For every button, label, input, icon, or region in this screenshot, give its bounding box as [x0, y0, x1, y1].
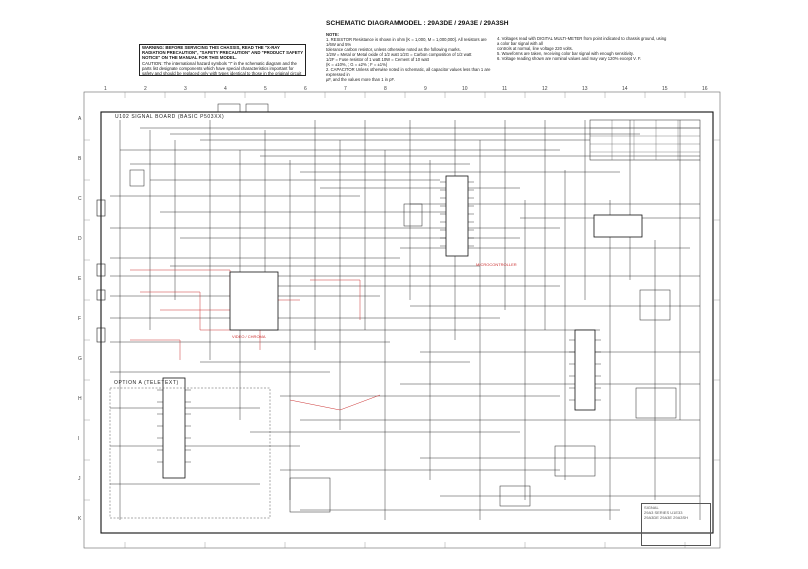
ruler-side-c: C [78, 196, 82, 202]
notes-heading: NOTE: [326, 32, 340, 37]
title-block: SIGNAL 29A3 SERIES U1E33 29A3DE 29A3E 29… [641, 503, 711, 546]
ic-teletext [162, 377, 186, 479]
model-numbers: MODEL : 29A3DE / 29A3E / 29A3SH [398, 20, 509, 27]
ruler-top-15: 15 [662, 86, 668, 92]
ic-pins [157, 181, 601, 463]
notes-text-1: 1. RESISTOR Resistance is shown in ohm [… [326, 37, 491, 82]
wiring-vertical [119, 120, 701, 520]
ic-audio [593, 214, 643, 238]
ruler-side-a: A [78, 116, 82, 122]
ic-main-label: MICROCONTROLLER [476, 262, 517, 267]
ruler-top-8: 8 [384, 86, 387, 92]
ruler-top-9: 9 [424, 86, 427, 92]
ruler-top-3: 3 [184, 86, 187, 92]
ruler-ticks [84, 92, 720, 548]
title-block-line-3: 29A3DE 29A3E 29A3SH [644, 515, 689, 520]
ruler-frame [83, 91, 721, 549]
title-block-line-1: SIGNAL [644, 505, 659, 510]
ic-video [229, 271, 279, 331]
ruler-side-b: B [78, 156, 82, 162]
ruler-top-12: 12 [542, 86, 548, 92]
ic-packages [162, 175, 643, 479]
warning-box: WARNING: BEFORE SERVICING THIS CHASSIS, … [139, 44, 306, 76]
title-block-line-2: 29A3 SERIES U1E33 [644, 510, 683, 515]
option-frame [109, 387, 271, 519]
ruler-top-11: 11 [502, 86, 508, 92]
ruler-side-h: H [78, 396, 82, 402]
signal-board-label: U102 SIGNAL BOARD (BASIC P503XX) [115, 114, 225, 120]
ruler-side-g: G [78, 356, 82, 362]
option-label: OPTION A (TELETEXT) [114, 380, 179, 386]
ic-deflection [574, 329, 596, 411]
ruler-side-k: K [78, 516, 82, 522]
ruler-side-d: D [78, 236, 82, 242]
ruler-top-2: 2 [144, 86, 147, 92]
data-table [590, 120, 700, 160]
ruler-top-1: 1 [104, 86, 107, 92]
ruler-top-5: 5 [264, 86, 267, 92]
notes-column-2: 4. Voltages read with DIGITAL MULTI-METE… [497, 36, 667, 61]
ruler-side-j: J [78, 476, 81, 482]
ruler-top-4: 4 [224, 86, 227, 92]
ruler-top-16: 16 [702, 86, 708, 92]
ruler-side-e: E [78, 276, 82, 282]
board-frame [100, 111, 714, 534]
notes-column-1: NOTE:1. RESISTOR Resistance is shown in … [326, 32, 496, 82]
ruler-top-7: 7 [344, 86, 347, 92]
ruler-top-6: 6 [304, 86, 307, 92]
warning-text: WARNING: BEFORE SERVICING THIS CHASSIS, … [142, 45, 304, 60]
caution-text: CAUTION: The international hazard symbol… [142, 60, 302, 76]
connectors [96, 199, 106, 343]
ruler-top-14: 14 [622, 86, 628, 92]
ic-video-label: VIDEO / CHROMA [232, 334, 266, 339]
ruler-side-f: F [78, 316, 82, 322]
ic-microcontroller [445, 175, 469, 257]
ruler-top-10: 10 [462, 86, 468, 92]
wiring-horizontal [110, 127, 700, 511]
ruler-top-13: 13 [582, 86, 588, 92]
ruler-side-i: I [78, 436, 80, 442]
components [129, 103, 701, 513]
diagram-title: SCHEMATIC DIAGRAM [326, 20, 400, 27]
